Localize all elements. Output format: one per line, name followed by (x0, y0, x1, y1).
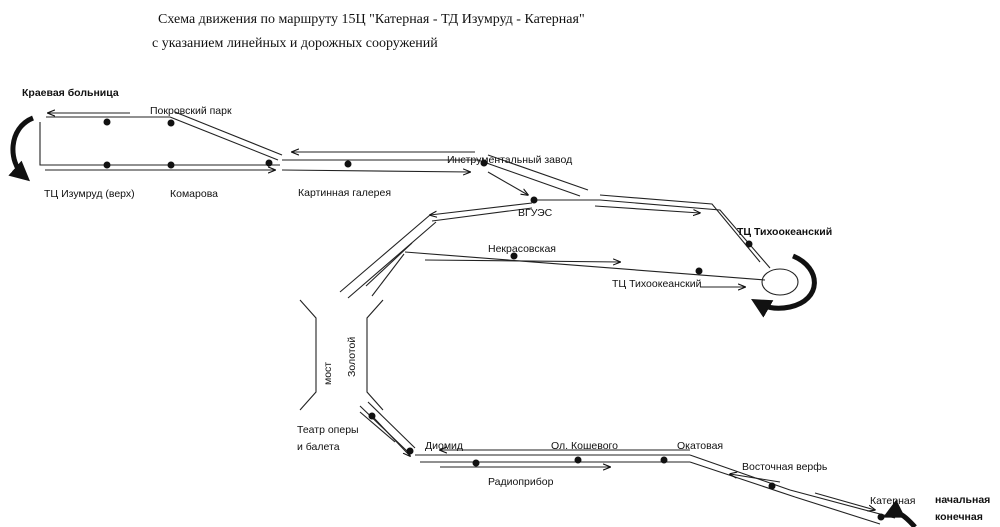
stop-dot (745, 240, 753, 248)
loop-arrow-katernaya (882, 499, 917, 527)
central-upper-roads (281, 152, 589, 197)
stop-dot (103, 161, 111, 169)
stop-dot (574, 456, 582, 464)
stop-dot (472, 459, 480, 467)
road-descent-2 (347, 221, 437, 299)
label-radiopribor: Радиоприбор (488, 476, 554, 488)
road-lower-left (39, 122, 280, 166)
label-vostochnaya: Восточная верфь (742, 461, 828, 473)
stop-dot (167, 119, 175, 127)
label-kraevaya: Краевая больница (22, 87, 119, 99)
nekrasovskaya-roads (404, 251, 766, 287)
label-bridge-zolotoy: Золотой (346, 337, 358, 377)
arrow-katernaya-east (814, 492, 875, 510)
road-teatr-3 (359, 411, 396, 443)
label-tikhookeansky-bottom: ТЦ Тихоокеанский (612, 278, 702, 290)
label-tikhookeansky-top: ТЦ Тихоокеанский (737, 226, 832, 238)
label-bridge-most: мост (322, 362, 334, 385)
road-instrumentalny-down (477, 159, 581, 197)
stop-labels: Краевая больница Покровский парк ТЦ Изум… (22, 87, 990, 523)
stop-dot (103, 118, 111, 126)
arrow-to-diomid (373, 417, 410, 456)
stop-dot (480, 159, 488, 167)
label-koshevogo: Ол. Кошевого (551, 440, 618, 452)
stop-dot (167, 161, 175, 169)
tikhookeansky-ring (761, 268, 799, 296)
label-pokrovsky: Покровский парк (150, 105, 232, 117)
label-izumrud: ТЦ Изумруд (верх) (44, 188, 135, 200)
road-vguas-west-2 (431, 207, 533, 222)
lower-roads (359, 401, 917, 527)
road-vostochnaya-2 (689, 461, 796, 498)
label-kartinnaya: Картинная галерея (298, 187, 391, 199)
arrow-kartinnaya-east (281, 170, 470, 172)
bridge-left-rail (299, 299, 317, 411)
road-vguas-tikhookeansky (535, 199, 771, 269)
scheme-title-line-2: с указанием линейных и дорожных сооружен… (152, 36, 438, 51)
road-vguas-tikhookeansky-2 (599, 194, 761, 263)
stop-dot (368, 412, 376, 420)
right-upper-roads (430, 194, 817, 318)
stop-dot (406, 447, 414, 455)
road-nekrasovskaya (404, 251, 766, 281)
label-teatr-1: Театр оперы (297, 424, 359, 436)
stop-dot (877, 513, 885, 521)
left-loop-roads (8, 111, 283, 182)
arrow-vostochnaya-west (730, 474, 781, 483)
label-teatr-2: и балета (297, 441, 340, 453)
road-pokrovsky-link (169, 116, 279, 161)
road-descent-4 (371, 253, 405, 297)
stop-dot (695, 267, 703, 275)
label-diomid: Диомид (425, 440, 463, 452)
road-katernaya-2 (794, 496, 881, 525)
stop-dot (510, 252, 518, 260)
stop-markers (103, 118, 885, 521)
label-terminal-2: конечная (935, 511, 983, 523)
loop-arrow-right (751, 253, 817, 318)
road-pokrovsky-link-2 (174, 111, 283, 156)
stop-dot (768, 482, 776, 490)
arrow-to-tikhookeansky (594, 205, 700, 213)
road-katernaya (789, 489, 896, 519)
arrow-to-vguas (487, 171, 528, 195)
label-vguas: ВГУЭС (518, 207, 553, 219)
label-komarova: Комарова (170, 188, 218, 200)
stop-dot (530, 196, 538, 204)
label-okatovaya: Окатовая (677, 440, 723, 452)
arrow-vguas-west (430, 202, 533, 215)
bridge-right-rail (366, 299, 384, 411)
stop-dot (344, 160, 352, 168)
scheme-title-line-1: Схема движения по маршруту 15Ц "Катерная… (158, 12, 585, 27)
label-nekrasovskaya: Некрасовская (488, 243, 556, 255)
stop-dot (660, 456, 668, 464)
label-instrumentalny: Инструментальный завод (447, 154, 572, 166)
arrow-nekrasovskaya-east (424, 260, 620, 262)
golden-bridge (299, 299, 384, 411)
road-instrumentalny-down-2 (487, 154, 589, 191)
descent-roads (339, 214, 437, 299)
road-descent-3 (365, 242, 413, 287)
label-terminal-1: начальная (935, 494, 990, 506)
stop-dot (265, 159, 273, 167)
road-teatr-2 (367, 401, 416, 449)
label-katernaya: Катерная (870, 495, 915, 507)
road-descent-1 (339, 214, 431, 293)
loop-arrow-left (8, 115, 35, 182)
